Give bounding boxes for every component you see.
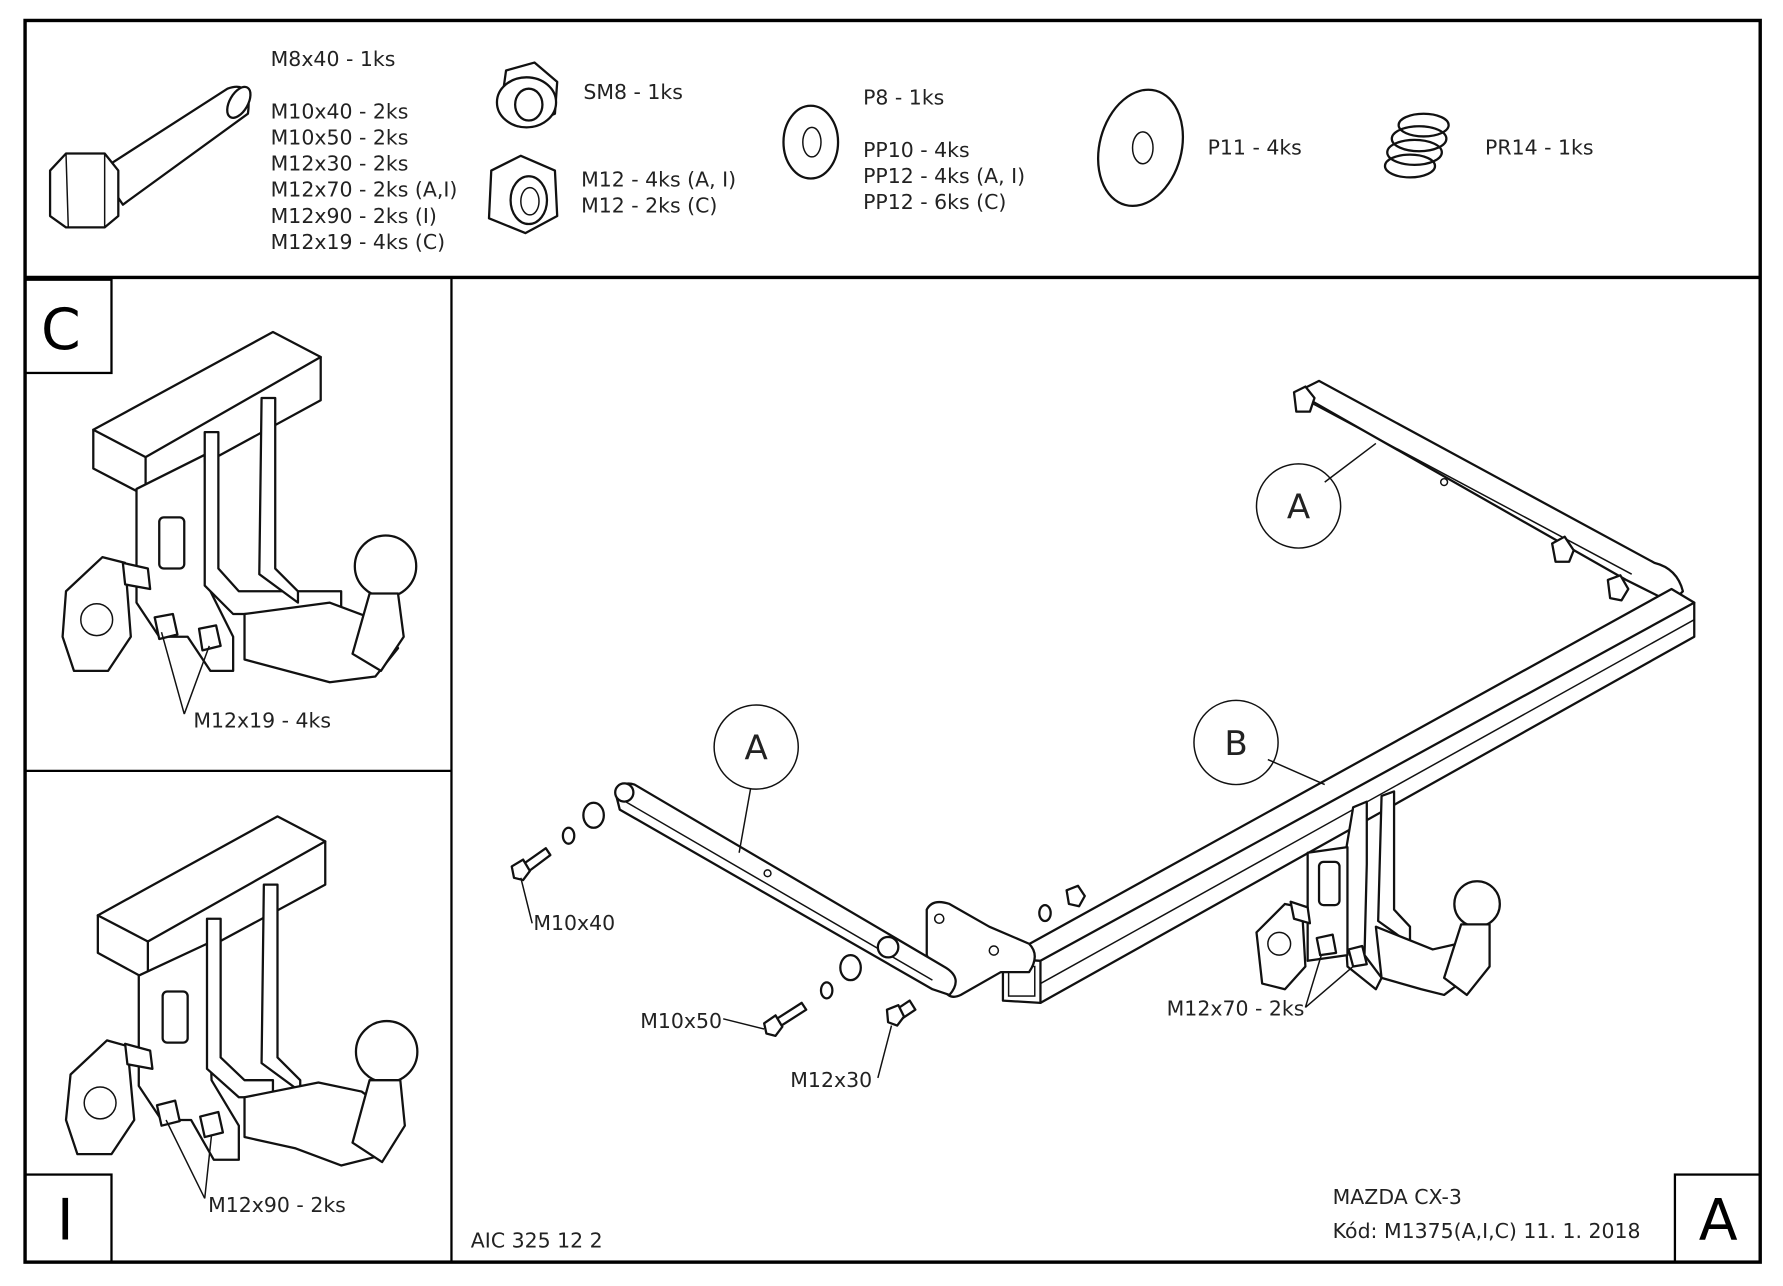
hex-nut-icon — [487, 154, 559, 235]
pp12-c-label: PP12 - 6ks (C) — [863, 190, 1006, 214]
bolt-m8x40: M8x40 - 1ks — [271, 47, 396, 71]
spring-icon — [1383, 112, 1450, 179]
bolt-m12x90: M12x90 - 2ks (I) — [271, 204, 437, 228]
balloon-a-left: A — [745, 729, 769, 769]
towbar-view-c-drawing — [61, 330, 418, 715]
washer-p8-icon — [782, 104, 840, 180]
bolt-m12x30: M12x30 - 2ks — [271, 152, 409, 176]
bolt-m10x50: M10x50 - 2ks — [271, 125, 409, 149]
bolt-icon — [48, 85, 252, 229]
m12x90-callout: M12x90 - 2ks — [208, 1193, 346, 1217]
bolt-m12x70: M12x70 - 2ks (A,I) — [271, 178, 458, 202]
view-i-letter: I — [57, 1187, 74, 1253]
view-c-letter: C — [41, 297, 81, 363]
drawing-frame — [23, 18, 1762, 1264]
view-c-box — [23, 278, 113, 375]
sm8-label: SM8 - 1ks — [583, 80, 683, 104]
m10x50-callout: M10x50 — [640, 1009, 722, 1033]
m10x40-callout: M10x40 — [533, 911, 615, 935]
pp10-label: PP10 - 4ks — [863, 138, 970, 162]
towbar-view-i-drawing — [64, 815, 419, 1199]
self-locking-nut-icon — [495, 61, 559, 129]
nut-m12-ai: M12 - 4ks (A, I) — [581, 167, 736, 191]
bolt-m10x40: M10x40 - 2ks — [271, 99, 409, 123]
p11-label: P11 - 4ks — [1208, 136, 1302, 160]
large-washer-icon — [1096, 88, 1185, 208]
m12x19-callout: M12x19 - 4ks — [193, 709, 331, 733]
m12x30-callout: M12x30 — [790, 1068, 872, 1092]
p8-label: P8 - 1ks — [863, 86, 944, 110]
view-i-box — [23, 1173, 113, 1264]
view-a-box — [1673, 1173, 1762, 1264]
balloon-a-right: A — [1287, 487, 1311, 527]
drawing-number: AIC 325 12 2 — [471, 1228, 603, 1252]
view-a-letter: A — [1699, 1187, 1738, 1253]
vehicle-model: MAZDA CX-3 — [1333, 1185, 1462, 1209]
nut-m12-c: M12 - 2ks (C) — [581, 194, 717, 218]
m12x70-callout: M12x70 - 2ks — [1167, 996, 1305, 1020]
code-and-date: Kód: M1375(A,I,C) 11. 1. 2018 — [1333, 1219, 1641, 1243]
pp12-ai-label: PP12 - 4ks (A, I) — [863, 164, 1025, 188]
bolt-m12x19: M12x19 - 4ks (C) — [271, 230, 445, 254]
balloon-b: B — [1224, 724, 1247, 764]
pr14-label: PR14 - 1ks — [1485, 136, 1593, 160]
main-assembly-drawing — [510, 379, 1696, 1079]
